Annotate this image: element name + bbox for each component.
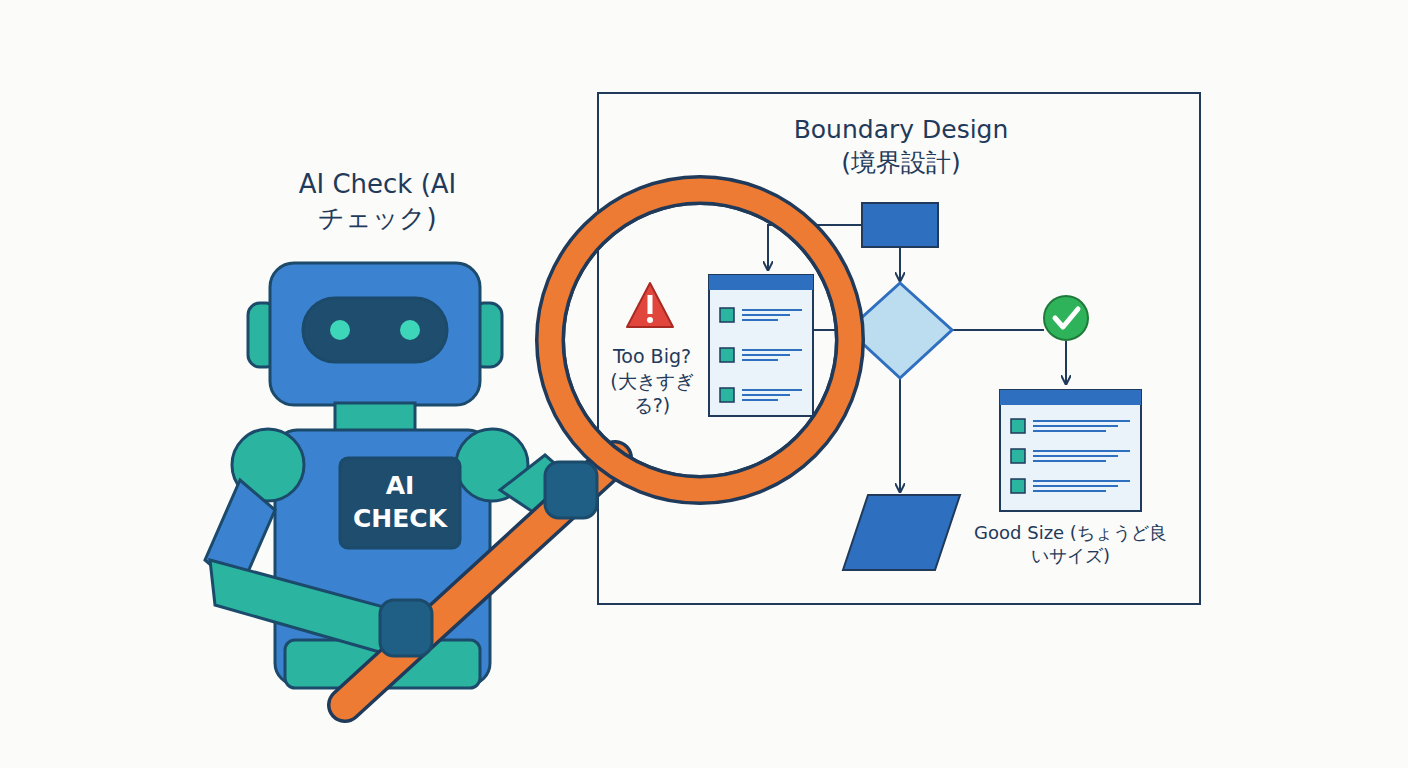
list-square xyxy=(1011,449,1025,463)
flow-line xyxy=(899,247,901,281)
list-line xyxy=(742,359,778,361)
list-line xyxy=(1033,420,1130,422)
robot-forearm xyxy=(210,560,395,655)
magnifier-handle xyxy=(345,458,615,705)
window-box: Good Size (ちょうど良いサイズ) xyxy=(999,389,1142,512)
magnifier-lens xyxy=(564,204,836,476)
list-line xyxy=(1033,485,1118,487)
robot-neck xyxy=(335,403,415,433)
magnifier-ring xyxy=(550,190,850,490)
robot-eye xyxy=(330,320,350,340)
list-line xyxy=(742,309,802,311)
list-line xyxy=(742,389,802,391)
robot-visor xyxy=(303,298,447,362)
frame-title: Boundary Design (境界設計) xyxy=(781,114,1021,179)
robot-eye xyxy=(400,320,420,340)
flow-line xyxy=(768,225,862,270)
magnifier-handle xyxy=(345,458,615,705)
list-line xyxy=(1033,450,1130,452)
robot-arm xyxy=(205,480,275,590)
node-caption: Too Big? (大きすぎる?) xyxy=(602,344,702,418)
boundary-frame: Boundary Design (境界設計) Too Big? (大きすぎる?) G… xyxy=(597,92,1201,605)
list-square xyxy=(1011,479,1025,493)
robot-hand xyxy=(545,462,597,518)
check-mark xyxy=(1055,309,1078,327)
list-line xyxy=(1033,425,1118,427)
warning-mark xyxy=(648,295,653,314)
robot-hand xyxy=(380,600,432,656)
badge-text: AI CHECK xyxy=(340,470,460,535)
robot-arm xyxy=(500,455,585,520)
robot-heading: AI Check (AIチェック) xyxy=(290,168,465,236)
list-line xyxy=(742,349,802,351)
list-line xyxy=(1033,455,1118,457)
flow-line xyxy=(899,378,901,492)
decision-diamond xyxy=(848,283,952,378)
list-line xyxy=(1033,430,1106,432)
node-caption: Good Size (ちょうど良いサイズ) xyxy=(968,521,1173,568)
robot-shoulder xyxy=(456,429,528,501)
list-square xyxy=(720,348,734,362)
list-line xyxy=(1033,460,1106,462)
flow-line xyxy=(952,329,1044,331)
window-frame xyxy=(1000,390,1141,511)
robot-ear xyxy=(472,303,502,367)
list-line xyxy=(742,314,790,316)
list-line xyxy=(1033,480,1130,482)
warning-triangle xyxy=(627,283,673,327)
list-line xyxy=(1033,490,1106,492)
list-square xyxy=(1011,419,1025,433)
window-header xyxy=(709,275,813,290)
window-box: Too Big? (大きすぎる?) xyxy=(708,274,814,417)
window-graphic xyxy=(999,389,1142,512)
list-square xyxy=(720,308,734,322)
list-line xyxy=(742,399,778,401)
flow-line xyxy=(812,329,848,331)
robot-waist xyxy=(285,640,480,688)
list-line xyxy=(742,319,778,321)
robot-shoulder xyxy=(232,429,304,501)
window-header xyxy=(1000,390,1141,405)
check-icon xyxy=(1044,296,1088,340)
list-square xyxy=(720,388,734,402)
list-line xyxy=(742,354,790,356)
process-box xyxy=(862,203,938,247)
robot-head xyxy=(270,263,480,405)
chest-badge xyxy=(340,458,460,548)
window-graphic xyxy=(708,274,814,417)
window-frame xyxy=(709,275,813,416)
data-parallelogram xyxy=(843,495,960,570)
warning-mark xyxy=(647,317,653,323)
robot-ear xyxy=(248,303,278,367)
robot-body xyxy=(275,430,490,685)
flow-line xyxy=(1065,341,1067,384)
list-line xyxy=(742,394,790,396)
magnifier-ring xyxy=(550,190,850,490)
